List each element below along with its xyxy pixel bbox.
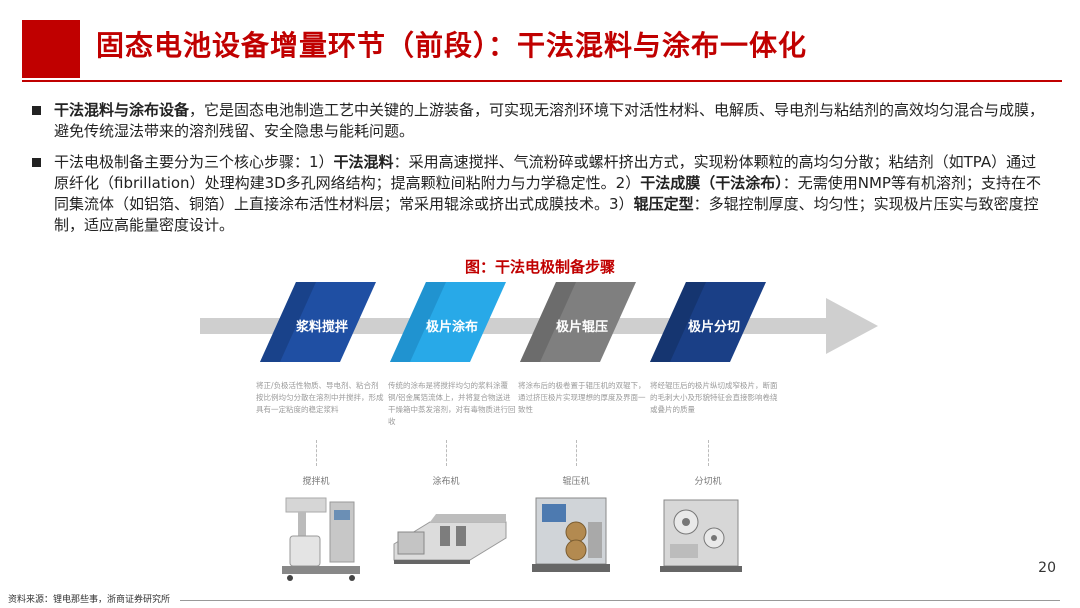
- step-3-connector: [576, 440, 577, 466]
- step-2-connector: [446, 440, 447, 466]
- bullet-item-2: 干法电极制备主要分为三个核心步骤：1）干法混料：采用高速搅拌、气流粉碎或螺杆挤出…: [30, 152, 1050, 236]
- machine-4-name: 分切机: [668, 474, 748, 487]
- step-4-connector: [708, 440, 709, 466]
- bullet-2-part-4: 干法成膜（干法涂布）: [640, 174, 783, 192]
- machine-3-name: 辊压机: [536, 474, 616, 487]
- step-1-connector: [316, 440, 317, 466]
- bullet-text-1: 干法混料与涂布设备，它是固态电池制造工艺中关键的上游装备，可实现无溶剂环境下对活…: [54, 101, 1044, 140]
- step-2-description: 传统的涂布是将搅拌均匀的浆料涂覆铜/铝金属箔流体上，并将复合物送进干燥箱中蒸发溶…: [388, 380, 518, 428]
- title-divider: [22, 80, 1062, 82]
- bullet-1-part-1: 干法混料与涂布设备: [54, 101, 189, 119]
- title-accent-block: [22, 20, 80, 78]
- page-title: 固态电池设备增量环节（前段）：干法混料与涂布一体化: [96, 24, 807, 64]
- footer-divider: [180, 600, 1060, 601]
- step-1-label: 浆料搅拌: [296, 316, 348, 335]
- page-number: 20: [1038, 560, 1056, 576]
- bullet-square-icon: [32, 106, 41, 115]
- machine-1-name: 搅拌机: [276, 474, 356, 487]
- source-note: 资料来源：锂电那些事，浙商证券研究所: [8, 592, 170, 605]
- machine-2-name: 涂布机: [406, 474, 486, 487]
- bullet-list: 干法混料与涂布设备，它是固态电池制造工艺中关键的上游装备，可实现无溶剂环境下对活…: [30, 100, 1050, 246]
- bullet-item-1: 干法混料与涂布设备，它是固态电池制造工艺中关键的上游装备，可实现无溶剂环境下对活…: [30, 100, 1050, 142]
- step-3-description: 将涂布后的极卷置于辊压机的双辊下，通过挤压极片实现理想的厚度及界面一致性: [518, 380, 648, 416]
- roller-press-machine-icon: [526, 492, 616, 578]
- bullet-1-part-2: ，它是固态电池制造工艺中关键的上游装备，可实现无溶剂环境下对活性材料、电解质、导…: [54, 101, 1044, 140]
- mixer-machine-icon: [276, 492, 366, 582]
- bullet-2-part-2: 干法混料: [334, 153, 394, 171]
- bullet-2-part-6: 辊压定型: [634, 195, 694, 213]
- step-1-description: 将正/负极活性物质、导电剂、粘合剂按比例均匀分散在溶剂中并搅拌，形成具有一定粘度…: [256, 380, 386, 416]
- step-4-description: 将经辊压后的极片纵切成窄极片，断面的毛刺大小及形貌特征会直接影响卷绕或叠片的质量: [650, 380, 780, 416]
- coater-machine-icon: [390, 492, 510, 572]
- step-4-label: 极片分切: [688, 316, 740, 335]
- bullet-square-icon: [32, 158, 41, 167]
- step-2-label: 极片涂布: [426, 316, 478, 335]
- process-diagram: 浆料搅拌 极片涂布 极片辊压 极片分切 将正/负极活性物质、导电剂、粘合剂按比例…: [196, 270, 886, 600]
- slitting-machine-icon: [656, 492, 746, 578]
- bullet-2-part-1: 干法电极制备主要分为三个核心步骤：1）: [54, 153, 334, 171]
- bullet-text-2: 干法电极制备主要分为三个核心步骤：1）干法混料：采用高速搅拌、气流粉碎或螺杆挤出…: [54, 153, 1041, 234]
- step-3-label: 极片辊压: [556, 316, 608, 335]
